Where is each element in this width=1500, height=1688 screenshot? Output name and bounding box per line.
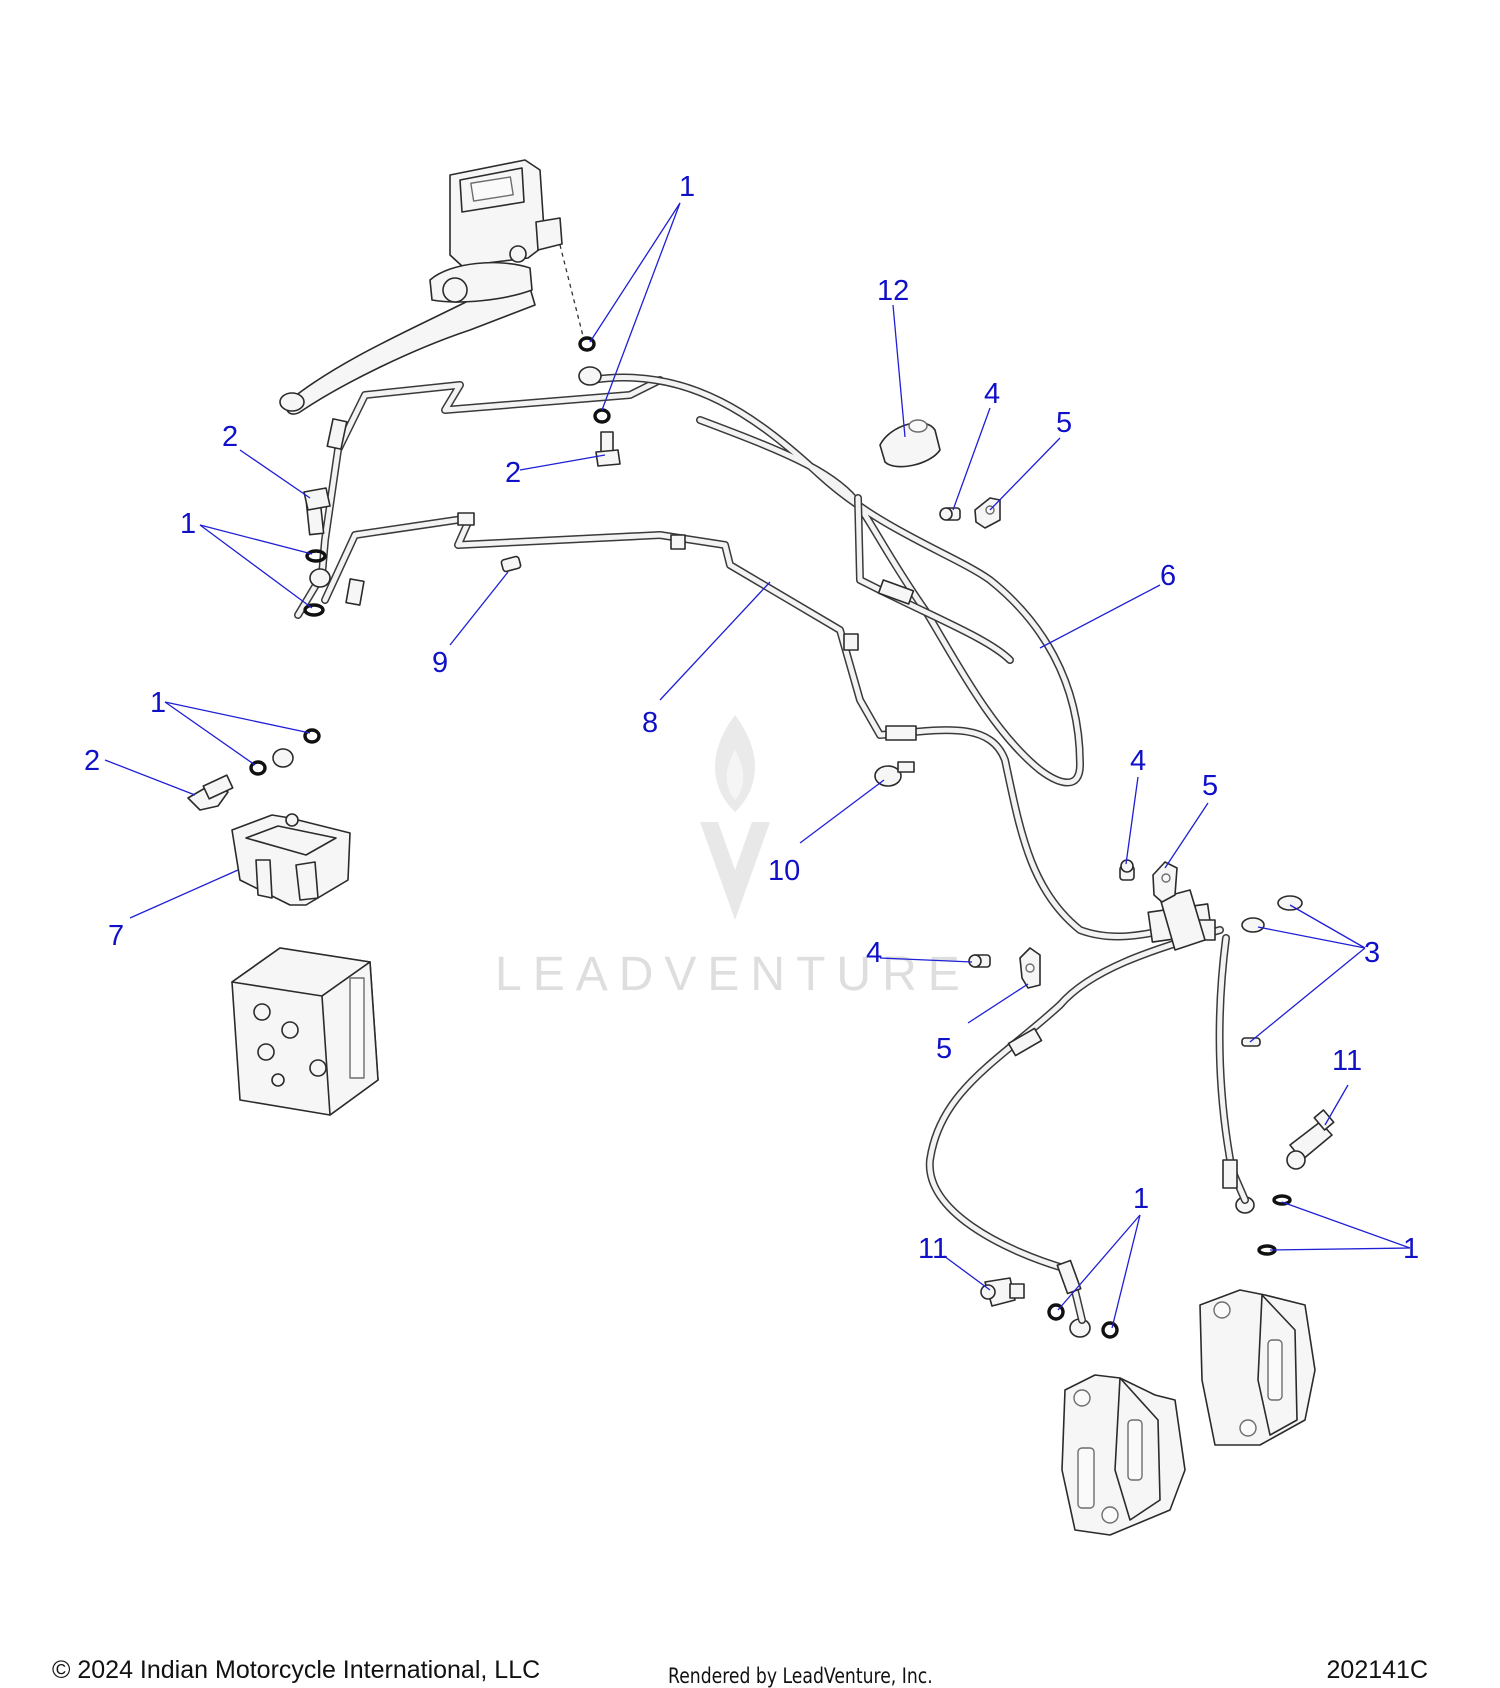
fitting-10: [874, 761, 915, 787]
callout-11a: 11: [1332, 1045, 1362, 1077]
rendered-by-credit: Rendered by LeadVenture, Inc.: [668, 1664, 933, 1688]
leadventure-watermark: LEADVENTURE: [495, 715, 971, 1001]
banjo-fitting-abs: [272, 748, 294, 768]
hose-lower: [925, 926, 1249, 1324]
copyright-notice: © 2024 Indian Motorcycle International, …: [52, 1656, 541, 1684]
callout-1d: 1: [1133, 1183, 1149, 1215]
banjo-bolt-1: [303, 487, 331, 536]
callout-5c: 5: [936, 1033, 952, 1065]
callout-7: 7: [108, 920, 124, 952]
brake-caliper-right: [1199, 1289, 1316, 1446]
callout-11b: 11: [918, 1233, 948, 1265]
screw-4-mid: [1119, 859, 1135, 881]
flame-logo-icon: [700, 715, 770, 920]
bracket-5-top: [974, 497, 1001, 529]
brake-caliper-left: [1061, 1374, 1186, 1536]
callout-9: 9: [432, 647, 448, 679]
callout-4b: 4: [1130, 745, 1146, 777]
callout-1a: 1: [679, 171, 695, 203]
banjo-fitting-left: [309, 568, 331, 588]
leader-lines: [104, 202, 1411, 1329]
callout-5a: 5: [1056, 407, 1072, 439]
hose-clamp: [879, 419, 941, 468]
bracket-5-mid: [1152, 861, 1178, 903]
sealing-washers: [249, 336, 1292, 1339]
line-8: [321, 418, 1194, 941]
callout-1e: 1: [1403, 1233, 1419, 1265]
watermark-text: LEADVENTURE: [495, 948, 971, 1001]
screw-4-top: [939, 507, 961, 521]
screw-4-low: [968, 954, 991, 968]
fitting-9: [500, 555, 522, 573]
callout-4a: 4: [984, 378, 1000, 410]
banjo-bolt-3: [187, 774, 234, 811]
bleeder-11-right: [1286, 1109, 1335, 1170]
banjo-bolt-2: [595, 431, 621, 467]
callout-labels: 1 12 2 4 5 2 1 6 9 8 1 4 2 5 10 7 4 3 5 …: [84, 171, 1419, 1265]
abs-bracket: [231, 813, 351, 906]
diagram-code: 202141C: [1326, 1656, 1428, 1684]
callout-4c: 4: [866, 937, 882, 969]
callout-6: 6: [1160, 560, 1176, 592]
callout-3: 3: [1364, 937, 1380, 969]
abs-module: [231, 947, 379, 1116]
callout-1b: 1: [180, 508, 196, 540]
banjo-fitting-top: [578, 366, 602, 386]
callout-5b: 5: [1202, 770, 1218, 802]
callout-1c: 1: [150, 687, 166, 719]
callout-2b: 2: [505, 457, 521, 489]
bleeder-11-left: [980, 1277, 1025, 1307]
bracket-5-low: [1019, 947, 1041, 989]
junction-block: [1147, 889, 1216, 951]
callout-12: 12: [877, 275, 909, 307]
callout-10: 10: [768, 855, 800, 887]
callout-2c: 2: [84, 745, 100, 777]
callout-2a: 2: [222, 421, 238, 453]
master-cylinder: [279, 159, 563, 415]
hose-6: [588, 373, 1084, 787]
callout-8: 8: [642, 707, 658, 739]
